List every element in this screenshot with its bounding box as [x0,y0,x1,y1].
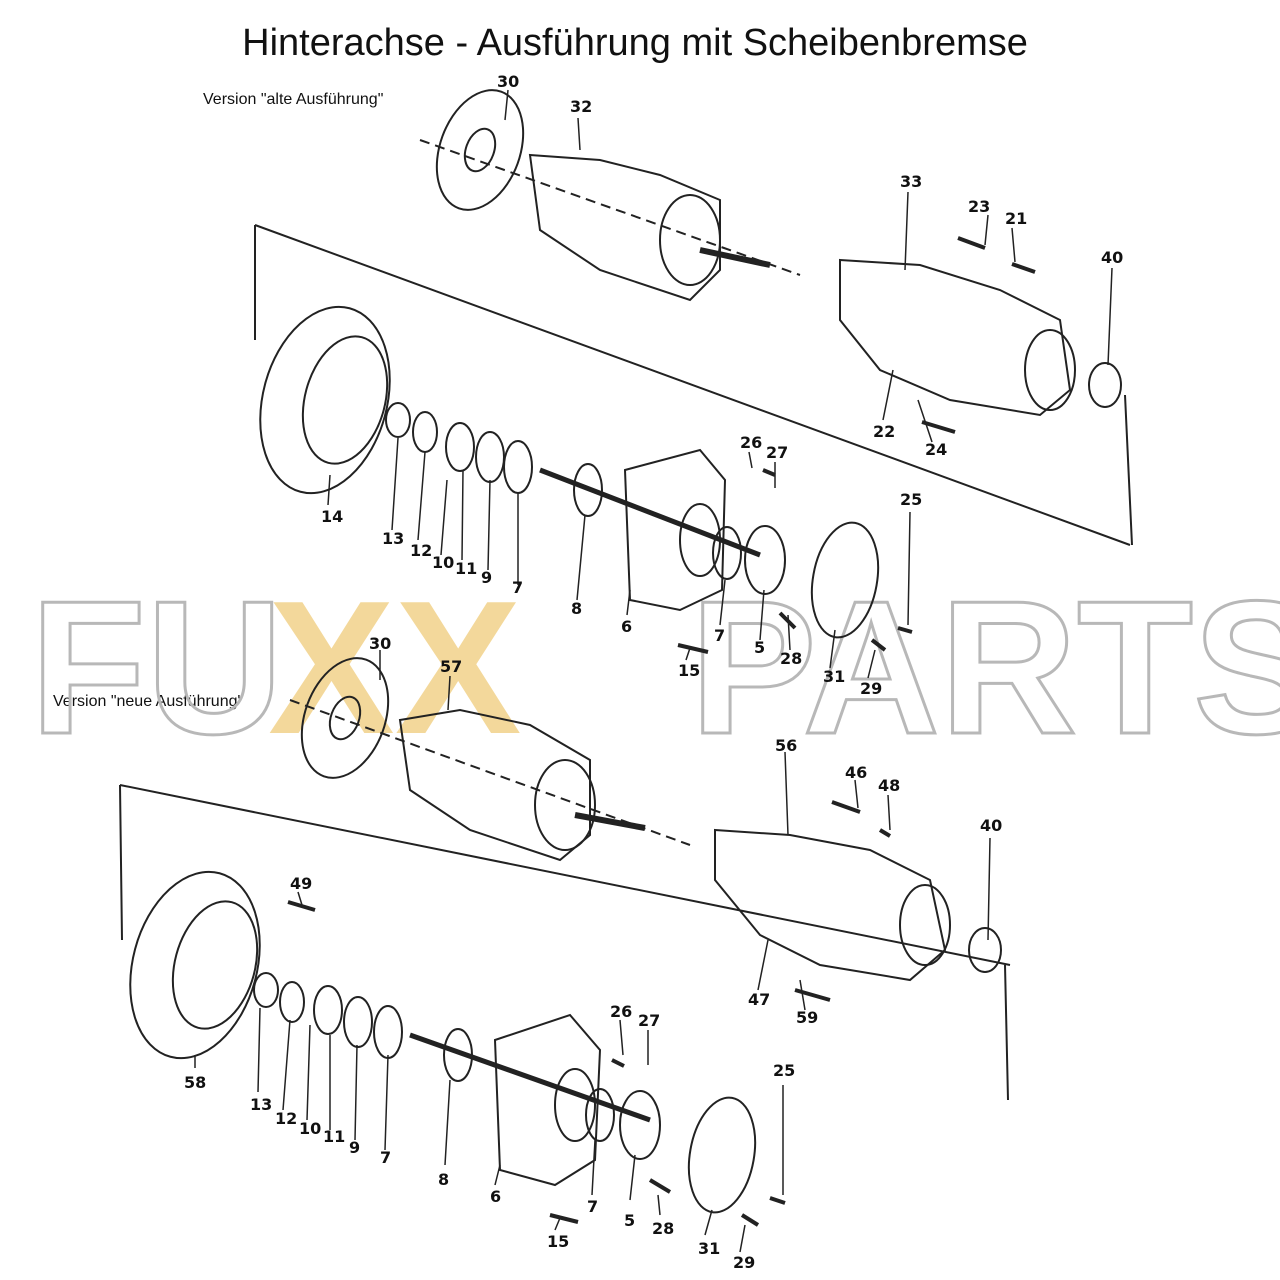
brake-housing-part [129,870,261,1060]
new-part-label-46: 46 [845,763,867,782]
old-part-label-12: 12 [410,541,432,560]
flange-part [435,89,525,211]
bearing-part [443,1028,473,1082]
new-part-label-28: 28 [652,1219,674,1238]
old-part-label-40: 40 [1101,248,1123,267]
old-part-label-27: 27 [766,443,788,462]
new-part-label-58: 58 [184,1073,206,1092]
carrier-part [493,1013,602,1187]
new-part-label-59: 59 [796,1008,818,1027]
watermark: FU XX PARTS [29,561,1280,776]
shim-part [475,431,505,483]
housing-part [528,153,721,302]
new-part-label-8: 8 [438,1170,449,1189]
new-part-label-27: 27 [638,1011,660,1030]
drive-flange-part [687,1096,757,1214]
seal-part [619,1090,661,1160]
new-part-label-48: 48 [878,776,900,795]
old-part-label-24: 24 [925,440,947,459]
old-part-label-30: 30 [497,72,519,91]
nut-part [253,972,279,1008]
new-part-label-57: 57 [440,657,462,676]
shim-part [373,1005,403,1059]
brake-housing-part [259,305,391,495]
old-part-label-21: 21 [1005,209,1027,228]
assembly-new [119,657,1011,1227]
new-part-label-7: 7 [587,1197,598,1216]
new-part-label-31: 31 [698,1239,720,1258]
seal-part [744,525,786,595]
new-part-label-26: 26 [610,1002,632,1021]
old-part-label-13: 13 [382,529,404,548]
nut-part [385,402,411,438]
new-part-label-49: 49 [290,874,312,893]
new-part-label-9: 9 [349,1138,360,1157]
new-part-label-12: 12 [275,1109,297,1128]
seal-part [1088,362,1122,408]
old-part-label-23: 23 [968,197,990,216]
old-part-label-26: 26 [740,433,762,452]
new-part-label-56: 56 [775,736,797,755]
shim-part [503,440,533,494]
housing-part [839,258,1072,417]
old-part-label-14: 14 [321,507,343,526]
old-part-label-29: 29 [860,679,882,698]
assembly-old [254,89,1133,654]
old-part-label-6: 6 [621,617,632,636]
drive-flange-part [810,521,880,639]
watermark-xx: XX [268,562,521,774]
new-part-label-6: 6 [490,1187,501,1206]
washer-part [412,411,438,453]
old-part-label-7: 7 [512,578,523,597]
old-part-label-25: 25 [900,490,922,509]
new-part-label-7: 7 [380,1148,391,1167]
old-part-label-8: 8 [571,599,582,618]
snap-ring-part [445,422,475,472]
old-part-label-33: 33 [900,172,922,191]
diagram-title: Hinterachse - Ausführung mit Scheibenbre… [242,22,1028,64]
old-part-label-22: 22 [873,422,895,441]
old-part-label-15: 15 [678,661,700,680]
bearing-part [573,463,603,517]
old-part-label-28: 28 [780,649,802,668]
new-part-label-40: 40 [980,816,1002,835]
watermark-parts: PARTS [690,562,1280,774]
old-part-label-7: 7 [714,626,725,645]
old-part-label-32: 32 [570,97,592,116]
carrier-part [623,448,727,612]
new-part-label-10: 10 [299,1119,321,1138]
new-part-label-13: 13 [250,1095,272,1114]
new-part-label-11: 11 [323,1127,345,1146]
snap-ring-part [313,985,343,1035]
housing-part [398,708,591,862]
version-label-old: Version "alte Ausführung" [203,91,384,108]
watermark-fu: FU [30,562,283,774]
old-part-label-11: 11 [455,559,477,578]
shim-part [343,996,373,1048]
old-part-label-31: 31 [823,667,845,686]
new-part-label-29: 29 [733,1253,755,1272]
new-part-label-15: 15 [547,1232,569,1251]
new-part-label-5: 5 [624,1211,635,1230]
new-part-label-47: 47 [748,990,770,1009]
washer-part [279,981,305,1023]
leader-lines [194,89,1113,1253]
flange-part [300,657,390,779]
new-part-label-25: 25 [773,1061,795,1080]
version-label-new: Version "neue Ausführung" [53,693,244,710]
old-part-label-9: 9 [481,568,492,587]
old-part-label-10: 10 [432,553,454,572]
seal-part [968,927,1002,973]
old-part-label-5: 5 [754,638,765,657]
new-part-label-30: 30 [369,634,391,653]
